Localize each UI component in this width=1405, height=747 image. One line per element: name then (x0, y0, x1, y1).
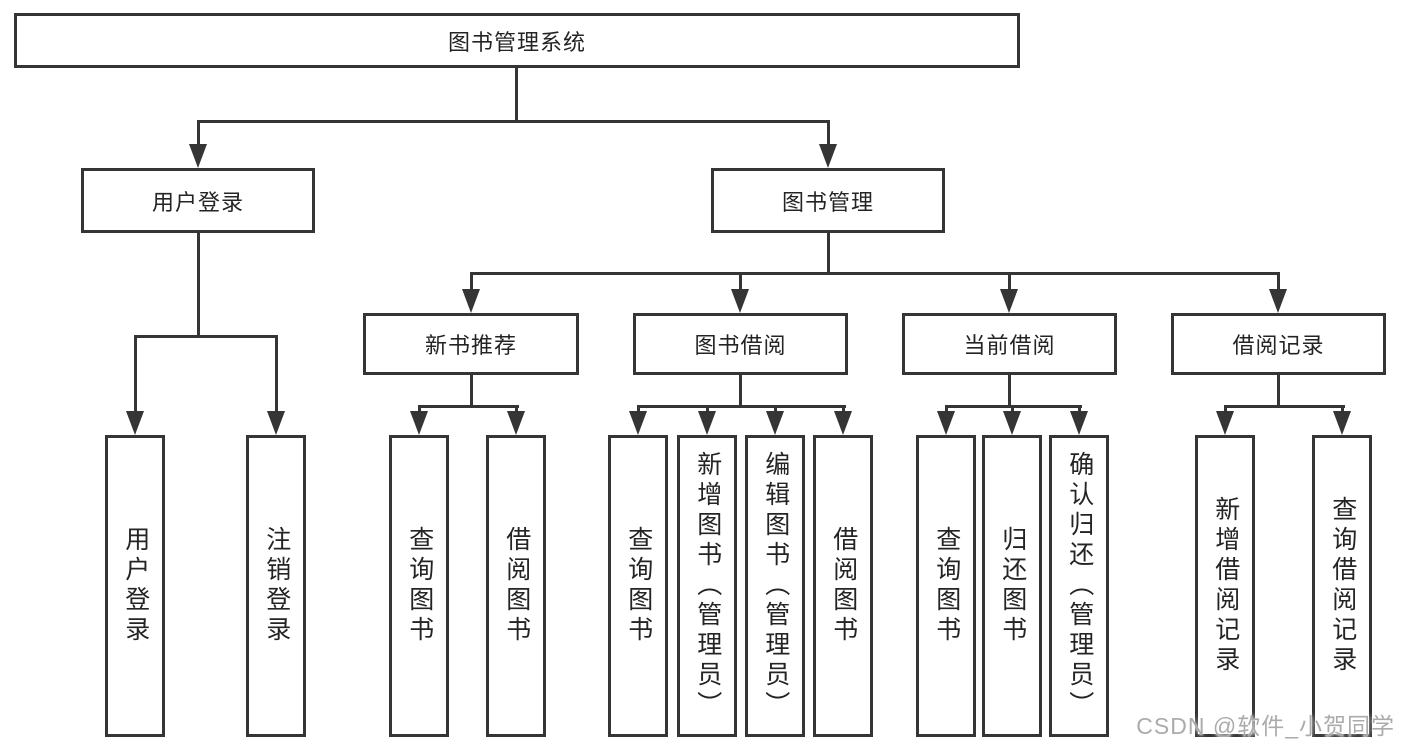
connector-line (827, 233, 830, 275)
leaf-query-books-recommend: 查询图书 (389, 435, 449, 737)
leaf-label: 新增借阅记录 (1211, 496, 1240, 676)
leaf-label: 新增图书（管理员） (693, 451, 722, 721)
connector-line (637, 405, 846, 408)
leaf-logout: 注销登录 (246, 435, 306, 737)
arrowhead-icon (1003, 411, 1021, 435)
connector-line (515, 68, 518, 123)
connector-line (1224, 405, 1345, 408)
leaf-label: 借阅图书 (502, 526, 531, 646)
arrowhead-icon (629, 411, 647, 435)
connector-line (197, 120, 830, 123)
connector-line (1341, 405, 1344, 411)
connector-line (275, 335, 278, 411)
connector-line (134, 335, 278, 338)
leaf-label: 查询图书 (624, 526, 653, 646)
leaf-borrow-books-recommend: 借阅图书 (486, 435, 546, 737)
leaf-query-books-current: 查询图书 (916, 435, 976, 737)
connector-line (1277, 272, 1280, 289)
leaf-edit-book-admin: 编辑图书（管理员） (745, 435, 805, 737)
connector-line (827, 120, 830, 144)
arrowhead-icon (1333, 411, 1351, 435)
arrowhead-icon (507, 411, 525, 435)
leaf-confirm-return-admin: 确认归还（管理员） (1049, 435, 1109, 737)
connector-line (739, 272, 742, 289)
connector-line (1224, 405, 1227, 411)
connector-line (1078, 405, 1081, 411)
connector-line (1277, 375, 1280, 408)
leaf-label: 查询图书 (932, 526, 961, 646)
leaf-return-books: 归还图书 (982, 435, 1042, 737)
node-user-login: 用户登录 (81, 168, 315, 233)
connector-line (418, 405, 421, 411)
leaf-label: 查询借阅记录 (1328, 496, 1357, 676)
arrowhead-icon (1000, 289, 1018, 313)
node-book-management: 图书管理 (711, 168, 945, 233)
arrowhead-icon (1216, 411, 1234, 435)
leaf-label: 查询图书 (405, 526, 434, 646)
node-new-book-recommend: 新书推荐 (363, 313, 579, 375)
arrowhead-icon (937, 411, 955, 435)
arrowhead-icon (267, 411, 285, 435)
leaf-add-borrow-record: 新增借阅记录 (1195, 435, 1255, 737)
leaf-label: 归还图书 (998, 526, 1027, 646)
node-root: 图书管理系统 (14, 13, 1020, 68)
arrowhead-icon (126, 411, 144, 435)
leaf-label: 注销登录 (262, 526, 291, 646)
connector-line (774, 405, 777, 411)
arrowhead-icon (819, 144, 837, 168)
leaf-query-books-borrow: 查询图书 (608, 435, 668, 737)
leaf-add-book-admin: 新增图书（管理员） (677, 435, 737, 737)
connector-line (1011, 405, 1014, 411)
connector-line (637, 405, 640, 411)
arrowhead-icon (731, 289, 749, 313)
connector-line (1008, 375, 1011, 408)
leaf-label: 用户登录 (121, 526, 150, 646)
node-current-borrow: 当前借阅 (902, 313, 1117, 375)
connector-line (945, 405, 948, 411)
arrowhead-icon (698, 411, 716, 435)
leaf-label: 编辑图书（管理员） (761, 451, 790, 721)
arrowhead-icon (834, 411, 852, 435)
leaf-label: 确认归还（管理员） (1065, 451, 1094, 721)
node-book-borrow: 图书借阅 (633, 313, 848, 375)
connector-line (515, 405, 518, 411)
connector-line (739, 375, 742, 408)
arrowhead-icon (462, 289, 480, 313)
leaf-borrow-books-borrow: 借阅图书 (813, 435, 873, 737)
connector-line (706, 405, 709, 411)
connector-line (1008, 272, 1011, 289)
arrowhead-icon (1070, 411, 1088, 435)
connector-line (842, 405, 845, 411)
node-borrow-records: 借阅记录 (1171, 313, 1386, 375)
connector-line (197, 120, 200, 144)
connector-line (418, 405, 519, 408)
leaf-user-login: 用户登录 (105, 435, 165, 737)
connector-line (470, 272, 1280, 275)
connector-line (470, 375, 473, 408)
arrowhead-icon (766, 411, 784, 435)
leaf-label: 借阅图书 (829, 526, 858, 646)
connector-line (470, 272, 473, 289)
leaf-query-borrow-record: 查询借阅记录 (1312, 435, 1372, 737)
connector-line (197, 233, 200, 338)
arrowhead-icon (1269, 289, 1287, 313)
connector-line (134, 335, 137, 411)
arrowhead-icon (189, 144, 207, 168)
arrowhead-icon (410, 411, 428, 435)
watermark: CSDN @软件_小贺同学 (1136, 713, 1395, 739)
